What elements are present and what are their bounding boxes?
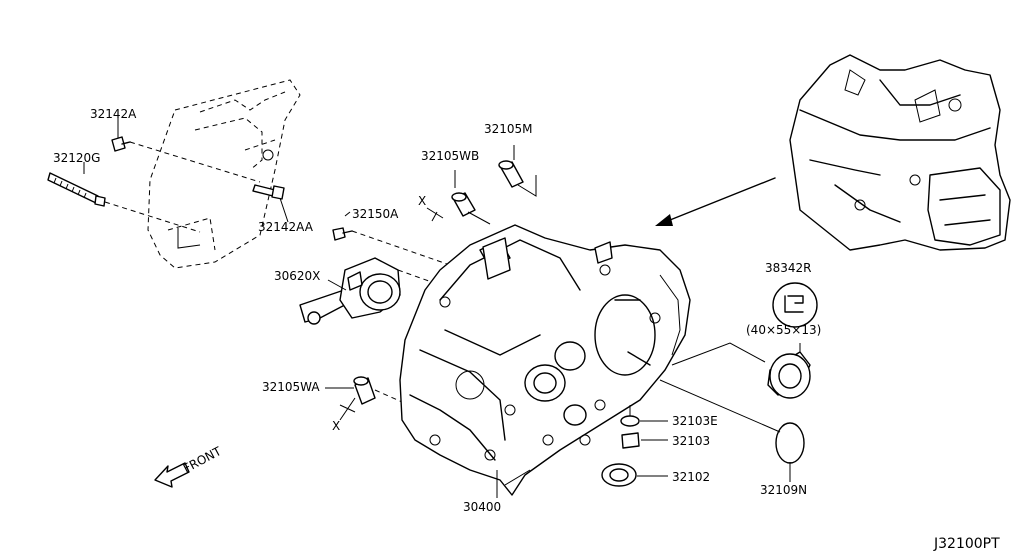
label-x-upper: X <box>418 194 426 208</box>
bushing-32105WB <box>426 192 491 225</box>
label-32105WA: 32105WA <box>262 380 320 394</box>
seal-32102 <box>601 463 668 487</box>
label-x-lower: X <box>332 419 340 433</box>
label-32120G: 32120G <box>53 151 100 165</box>
oil-seal-38342R <box>671 282 818 399</box>
leaders-upper-left <box>83 118 289 223</box>
label-front: FRONT <box>181 444 224 476</box>
bolt-32142A <box>111 136 261 183</box>
cap-32109N <box>659 379 805 482</box>
assembly-arrow <box>655 177 776 226</box>
label-30620X: 30620X <box>274 269 320 283</box>
washer-32103E <box>620 405 668 427</box>
label-32142A: 32142A <box>90 107 137 121</box>
label-32103E: 32103E <box>672 414 718 428</box>
release-bearing-30620X <box>299 257 441 325</box>
label-32150A: 32150A <box>352 207 399 221</box>
assembled-transmission <box>789 54 1011 251</box>
bushing-32105M <box>454 145 537 197</box>
label-32105WB: 32105WB <box>421 149 479 163</box>
label-32105M: 32105M <box>484 122 533 136</box>
label-32142AA: 32142AA <box>258 220 314 234</box>
label-38342R-size: (40×55×13) <box>746 323 821 337</box>
clutch-housing-30400 <box>399 224 691 498</box>
stud-32120G <box>47 172 201 233</box>
label-30400: 30400 <box>463 500 501 514</box>
label-32102: 32102 <box>672 470 710 484</box>
diagram-id: J32100PT <box>933 536 1000 552</box>
plug-32103 <box>621 432 668 449</box>
bolt-32150A <box>332 211 451 266</box>
front-arrow <box>154 462 190 488</box>
bracket-outline <box>147 79 301 269</box>
bolt-32142AA <box>252 184 285 200</box>
label-32103: 32103 <box>672 434 710 448</box>
label-32109N: 32109N <box>760 483 807 497</box>
label-38342R: 38342R <box>765 261 812 275</box>
bushing-32105WA <box>325 376 421 421</box>
